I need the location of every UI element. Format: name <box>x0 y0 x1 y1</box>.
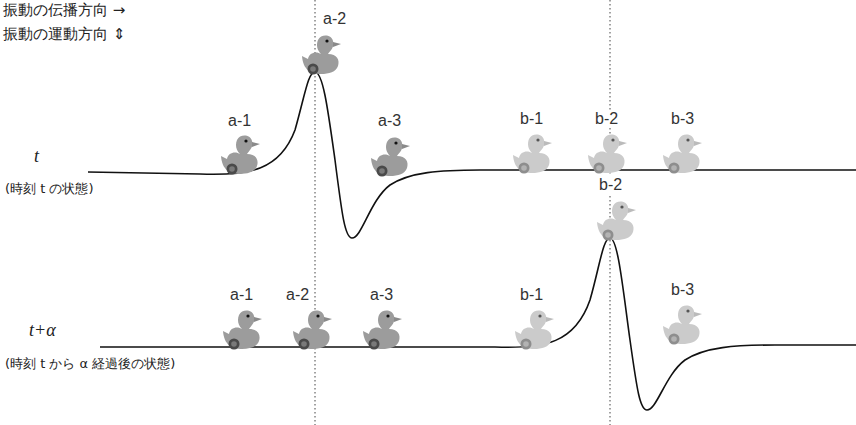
point-label: a-2 <box>322 10 347 28</box>
duck-figure <box>293 311 332 350</box>
duck-figure <box>588 135 627 174</box>
point-label: a-1 <box>227 112 252 130</box>
point-label: b-2 <box>594 110 619 128</box>
duck-figure <box>371 138 410 177</box>
duck-figure <box>597 202 636 241</box>
duck-figure <box>223 311 262 350</box>
point-label: b-1 <box>519 110 544 128</box>
point-label: b-2 <box>598 176 623 194</box>
duck-figure <box>513 135 552 174</box>
wave-line <box>88 72 856 238</box>
duck-figure <box>302 36 341 75</box>
duck-figure <box>221 136 260 175</box>
duck-figure <box>363 311 402 350</box>
point-label: b-3 <box>670 281 695 299</box>
point-label: a-3 <box>377 112 402 130</box>
point-label: b-3 <box>670 110 695 128</box>
wave-line <box>100 238 856 410</box>
point-label: b-1 <box>519 286 544 304</box>
duck-figure <box>663 135 702 174</box>
legend-text: 振動の伝播方向 → <box>2 2 126 19</box>
point-label: a-2 <box>285 286 310 304</box>
legend-text: 振動の運動方向 ⇕ <box>2 26 126 43</box>
time-label: t <box>33 146 40 167</box>
time-label: t+α <box>28 320 57 341</box>
duck-figure <box>663 306 702 345</box>
point-label: a-1 <box>229 286 254 304</box>
state-note: (時刻 t から α 経過後の状態) <box>4 357 176 372</box>
duck-figure <box>515 311 554 350</box>
point-label: a-3 <box>369 286 394 304</box>
guide-line <box>610 0 611 425</box>
state-note: (時刻 t の状態) <box>4 182 95 197</box>
